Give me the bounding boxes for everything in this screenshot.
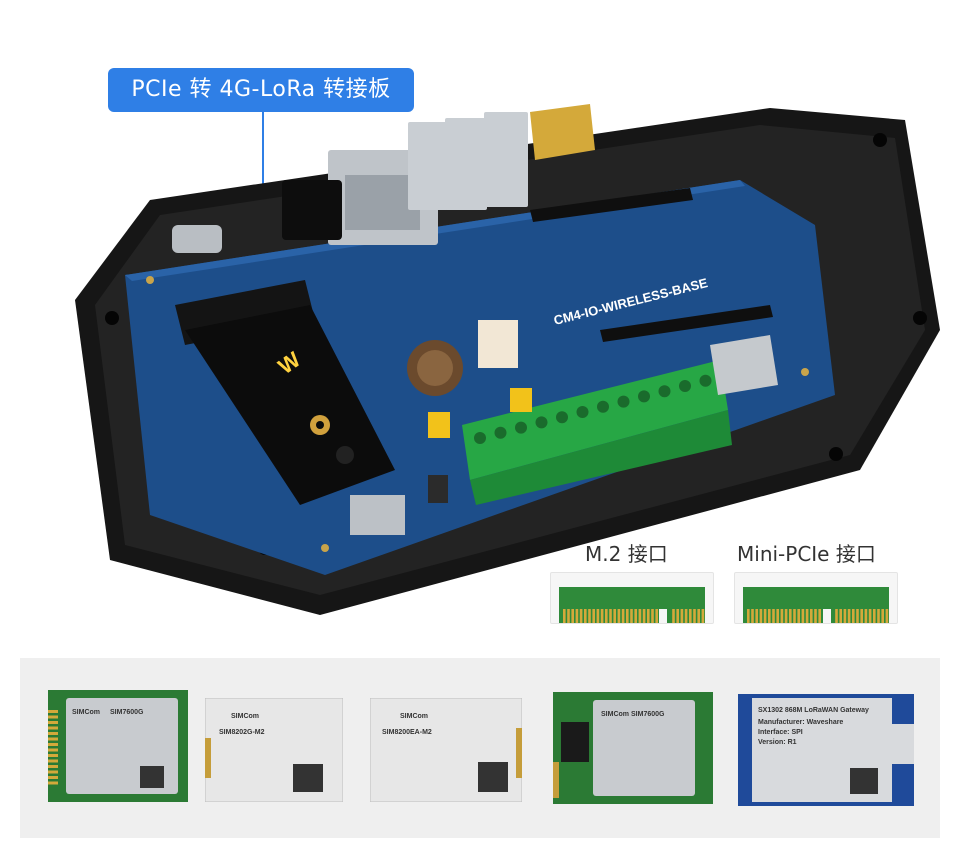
case-hole [913,311,927,325]
module-card: SIMCom SIM8200EA-M2 [369,697,523,803]
minipcie-edge-thumbnail [734,572,898,624]
cm4-connector [600,305,773,342]
svg-text:SIMCom: SIMCom [400,713,428,720]
power-switch [428,475,448,503]
svg-text:SIM7600G: SIM7600G [110,709,144,716]
svg-text:SIMCom: SIMCom [601,711,629,718]
svg-text:SIM8200EA-M2: SIM8200EA-M2 [382,729,432,736]
sd-card-slot [710,335,778,395]
terminal-screw [679,380,691,392]
dip-switch [510,388,532,412]
sim-slot [350,495,405,535]
terminal-screw [515,421,527,434]
module-card: SX1302 868M LoRaWAN Gateway Manufacturer… [738,694,914,806]
terminal-screw [699,374,712,387]
svg-text:SX1302 868M LoRaWAN Gateway: SX1302 868M LoRaWAN Gateway [758,707,869,714]
hdmi-port [530,104,595,160]
terminal-screw [597,400,609,413]
dip-switch [428,412,450,438]
svg-text:Version: R1: Version: R1 [758,739,797,746]
usb-port [484,112,528,207]
terminal-screw [576,406,589,418]
terminal-screw [617,395,630,408]
svg-text:SIMCom: SIMCom [72,709,100,716]
usb-port [445,118,487,210]
case-hole [105,311,119,325]
board-illustration: W CM4-IO-WIRELESS-BASE [75,104,940,615]
svg-text:Interface: SPI: Interface: SPI [758,729,803,736]
terminal-screw [638,390,650,403]
minipcie-interface-caption: Mini-PCIe 接口 [737,542,876,566]
power-jack [282,180,342,240]
m2-interface-caption: M.2 接口 [585,542,668,566]
module-card: SIMCom SIM7600G [48,690,188,802]
module-card: SIMCom SIM8202G-M2 [204,697,344,803]
module-card: SIMCom SIM7600G [553,692,713,804]
usb-c-port [172,225,222,253]
usb-port [408,122,448,210]
callout-label: PCIe 转 4G-LoRa 转接板 [108,68,414,112]
terminal-screw [535,416,548,429]
svg-text:SIM8202G-M2: SIM8202G-M2 [219,729,265,736]
svg-text:SIM7600G: SIM7600G [631,711,665,718]
svg-text:Manufacturer: Waveshare: Manufacturer: Waveshare [758,719,843,726]
terminal-screw [658,385,671,398]
case-hole [829,447,843,461]
terminal-screw [474,432,486,444]
m2-edge-thumbnail [550,572,714,624]
terminal-screw [494,426,507,439]
svg-text:SIMCom: SIMCom [231,713,259,720]
cm4-connector [530,188,693,222]
fan-header [478,320,518,368]
case-hole [873,133,887,147]
terminal-screw [556,411,568,424]
